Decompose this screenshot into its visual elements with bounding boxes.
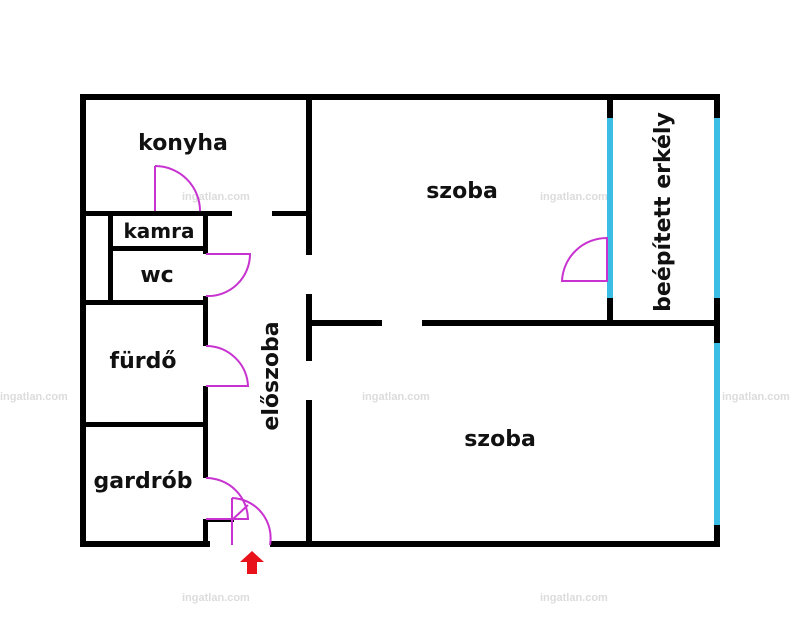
wall-furdo-bottom [80, 422, 208, 427]
room-label-furdo: fürdő [110, 349, 177, 374]
wall-rooms-divider-b [422, 320, 720, 326]
window-balcony-inner [607, 118, 613, 298]
wall-wc-bottom [80, 300, 208, 305]
outer-wall-left [80, 94, 86, 547]
room-label-szoba-bottom: szoba [464, 427, 536, 452]
watermark: ingatlan.com [362, 391, 430, 403]
wall-konyha-bottom-right [272, 211, 310, 216]
watermark: ingatlan.com [540, 191, 608, 203]
door-balcony [560, 236, 608, 282]
room-label-erkely: beépített erkély [651, 112, 676, 312]
room-label-szoba-top: szoba [426, 179, 498, 204]
entrance-arrow-icon [240, 551, 264, 574]
watermark: ingatlan.com [182, 191, 250, 203]
outer-wall-bottom-right [270, 541, 720, 547]
room-label-konyha: konyha [138, 131, 228, 156]
watermark: ingatlan.com [722, 391, 790, 403]
watermark: ingatlan.com [0, 391, 68, 403]
wall-hall-right-b [306, 294, 312, 361]
door-wc [205, 253, 252, 298]
watermark: ingatlan.com [182, 592, 250, 604]
window-balcony-outer [714, 118, 720, 298]
doors [154, 165, 608, 546]
wall-shaft [108, 211, 113, 305]
wall-kamra-bottom [110, 246, 208, 251]
window-szoba-bottom [714, 343, 720, 525]
outer-wall-bottom-left [80, 541, 210, 547]
walls [80, 94, 720, 547]
wall-hall-left-c [203, 386, 208, 478]
wall-gardrob-door-stub [204, 519, 234, 522]
windows [607, 118, 720, 525]
room-labels: konyha kamra wc fürdő gardrób előszoba s… [94, 112, 676, 494]
wall-hall-right-a [306, 94, 312, 255]
wall-konyha-bottom [80, 211, 232, 216]
outer-wall-top [80, 94, 720, 100]
room-label-eloszoba: előszoba [259, 321, 284, 430]
door-gardrob [205, 477, 250, 520]
door-furdo [205, 344, 250, 387]
wall-rooms-divider-a [306, 320, 382, 326]
watermark: ingatlan.com [540, 592, 608, 604]
wall-hall-left-b [203, 296, 208, 346]
room-label-gardrob: gardrób [94, 469, 193, 494]
wall-hall-left-a [203, 211, 208, 254]
door-konyha [154, 165, 201, 212]
door-entrance [231, 497, 272, 546]
room-label-kamra: kamra [124, 219, 195, 243]
wall-hall-left-d [203, 519, 208, 547]
room-label-wc: wc [140, 263, 173, 288]
wall-hall-right-c [306, 400, 312, 547]
